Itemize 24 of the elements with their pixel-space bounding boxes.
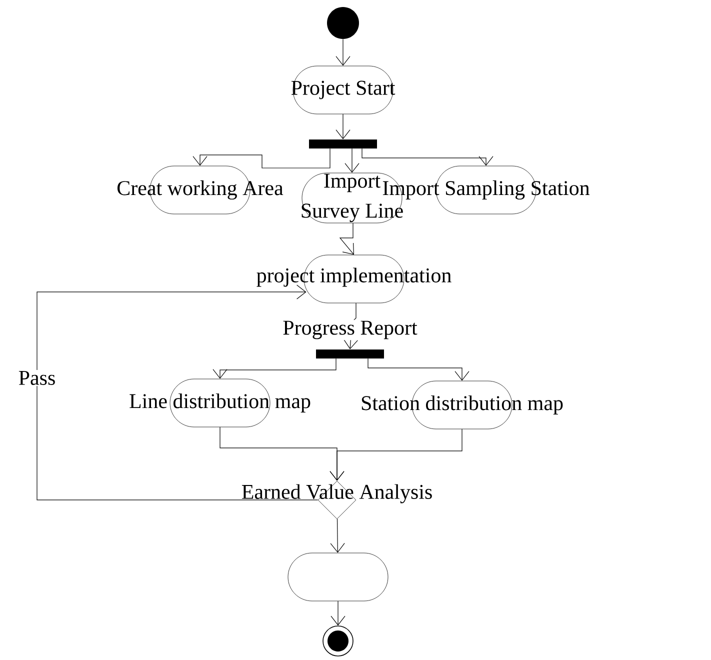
activity-box: Line distribution map — [130, 378, 310, 428]
start-node — [327, 6, 359, 39]
activity-box: Station distribution map — [362, 380, 563, 430]
arrow — [36, 284, 318, 500]
arrow — [344, 148, 360, 173]
edge-label: Pass — [17, 370, 57, 386]
arrow — [362, 148, 494, 166]
end-node — [322, 626, 354, 656]
fork-bar — [309, 139, 377, 148]
activity-box: Project Start — [291, 66, 396, 114]
arrow — [330, 600, 346, 626]
activity-box: project implementation — [256, 254, 452, 304]
arrow — [330, 428, 462, 481]
activity-box: Creat working Area — [117, 166, 284, 214]
arrow — [336, 38, 350, 66]
edge-label: Progress Report — [282, 320, 418, 340]
arrow — [336, 114, 350, 140]
arrow — [192, 148, 330, 168]
activity-box — [288, 552, 388, 602]
arrow — [339, 222, 354, 255]
fork-bar — [316, 349, 384, 358]
arrow — [330, 518, 345, 553]
arrow — [368, 358, 470, 381]
arrow — [212, 358, 336, 379]
